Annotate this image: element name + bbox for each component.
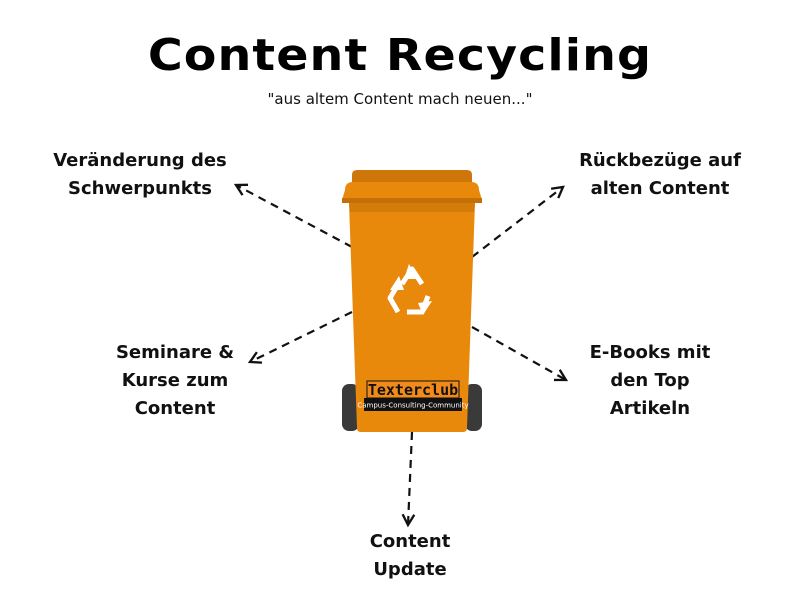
brand-name: Texterclub	[368, 381, 458, 399]
arrow-to-ebooks	[471, 326, 566, 380]
brand-tagline: Campus-Consulting-Community	[357, 402, 468, 410]
arrow-to-schwerpunkt	[236, 185, 353, 248]
label-line: Content	[369, 531, 451, 552]
arrow-to-update	[408, 431, 412, 525]
label-line: Seminare &	[115, 342, 235, 363]
label-line: alten Content	[590, 178, 730, 199]
bin-handle	[352, 170, 472, 185]
right-wheel	[465, 384, 482, 431]
label-line: E-Books mit	[589, 342, 711, 363]
label-update: Content Update	[320, 528, 500, 584]
label-line: Content	[134, 398, 216, 419]
label-line: Rückbezüge auf	[579, 150, 741, 171]
label-rueckbezuege: Rückbezüge auf alten Content	[560, 147, 760, 203]
label-line: Artikeln	[609, 398, 691, 419]
label-schwerpunkt: Veränderung des Schwerpunkts	[40, 147, 240, 203]
page-subtitle: "aus altem Content mach neuen..."	[267, 90, 533, 108]
left-wheel	[342, 384, 359, 431]
page-title: Content Recycling	[147, 30, 653, 81]
label-line: den Top	[610, 370, 690, 391]
bin-body	[349, 203, 475, 432]
arrow-to-rueckbezuege	[471, 187, 563, 258]
arrow-to-seminare	[250, 311, 353, 362]
label-line: Update	[373, 559, 447, 580]
recycling-bin: Texterclub Campus-Consulting-Community	[342, 170, 482, 432]
bin-lid	[342, 182, 482, 200]
label-line: Veränderung des	[53, 150, 227, 171]
label-line: Schwerpunkts	[68, 178, 212, 199]
tagline-plate	[364, 398, 462, 411]
label-ebooks: E-Books mit den Top Artikeln	[565, 339, 735, 423]
recycle-icon	[387, 264, 432, 315]
label-seminare: Seminare & Kurse zum Content	[80, 339, 270, 423]
label-line: Kurse zum	[121, 370, 229, 391]
